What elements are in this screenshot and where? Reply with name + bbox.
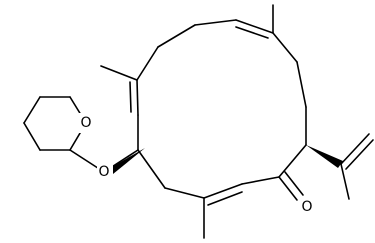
ether-oxygen-label: O: [98, 164, 109, 180]
ether-stereo-wedge: [110, 148, 145, 174]
ring-bond-c12-c13-double: [207, 191, 243, 206]
ring-bond-c3-c4: [136, 46, 159, 81]
ring-bond-c2-c3: [136, 79, 139, 116]
isopropenyl-vinyl-double-a: [340, 133, 370, 165]
ketone-double-bond-a: [278, 176, 298, 201]
ring-bond-c2-c3-double: [129, 81, 132, 113]
ring-bond-c10-c11: [278, 144, 307, 178]
ring-bond-c7-c8: [272, 32, 298, 63]
isopropenyl-vinyl-double-b: [345, 139, 374, 170]
macrocycle-ring: [129, 19, 307, 206]
isopropenyl-group: [306, 133, 374, 200]
ring-bond-c5-c6: [194, 19, 237, 26]
ring-bond-c13-c14: [164, 187, 205, 199]
ring-bond-c8-c9: [296, 61, 307, 108]
ring-bond-c12-c13: [203, 183, 243, 199]
ring-bond-c6-c7-double: [235, 26, 269, 39]
methyl-substituents: [100, 4, 274, 239]
ketone-oxygen-label: O: [301, 199, 312, 215]
ketone-double-bond-b: [284, 171, 304, 196]
ring-oxygen-label: O: [80, 115, 91, 131]
methyl-bond-left: [100, 65, 138, 81]
ring-bond-c14-c1: [137, 149, 166, 189]
ring-bond-c4-c5: [157, 24, 196, 48]
ring-bond-c6-c7: [235, 19, 274, 34]
thp-bond-2: [23, 96, 41, 124]
tetrahydropyran-ring: [23, 96, 87, 151]
isopropenyl-stereo-wedge: [306, 145, 343, 168]
ketone-group: [278, 171, 304, 201]
atom-labels: O O O: [79, 113, 315, 217]
isopropenyl-methyl-bond: [340, 163, 350, 200]
ring-bond-c11-c12: [241, 176, 280, 185]
thp-bond-3: [23, 122, 41, 151]
